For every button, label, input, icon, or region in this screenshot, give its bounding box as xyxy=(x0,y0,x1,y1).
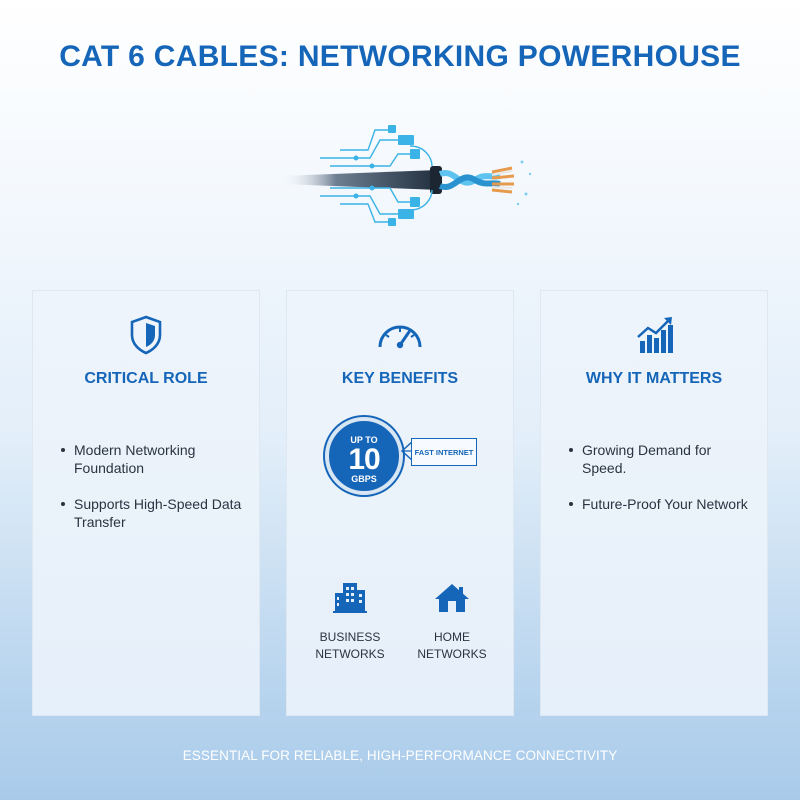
card-why-it-matters: WHY IT MATTERS Growing Demand for Speed.… xyxy=(540,290,768,716)
house-icon xyxy=(435,584,469,612)
shield-icon xyxy=(130,315,162,355)
fast-internet-callout: FAST INTERNET xyxy=(411,438,477,466)
cable-connector-icon xyxy=(280,125,532,226)
page-title: CAT 6 CABLES: NETWORKING POWERHOUSE xyxy=(59,40,741,73)
home-networks-label: HOME NETWORKS xyxy=(407,629,497,663)
card-title: WHY IT MATTERS xyxy=(585,370,723,387)
bullet-item: Growing Demand for Speed. xyxy=(569,441,757,477)
badge-value: 10 xyxy=(348,443,380,476)
business-networks: BUSINESS NETWORKS xyxy=(305,581,395,663)
building-icon xyxy=(333,583,367,613)
badge-unit: GBPS xyxy=(351,474,377,484)
business-networks-label: BUSINESS NETWORKS xyxy=(305,629,395,663)
bullet-item: Supports High-Speed Data Transfer xyxy=(61,495,249,531)
label-line: NETWORKS xyxy=(315,647,385,661)
badge-prefix: UP TO xyxy=(350,435,378,445)
bullet-list: Modern Networking Foundation Supports Hi… xyxy=(61,441,249,549)
bullet-item: Future-Proof Your Network xyxy=(569,495,757,513)
speed-badge: UP TO 10 GBPS xyxy=(325,417,403,495)
bullet-item: Modern Networking Foundation xyxy=(61,441,249,477)
footer-tagline: ESSENTIAL FOR RELIABLE, HIGH-PERFORMANCE… xyxy=(182,748,618,763)
label-line: BUSINESS xyxy=(319,630,381,644)
card-critical-role: CRITICAL ROLE Modern Networking Foundati… xyxy=(32,290,260,716)
label-line: HOME xyxy=(434,630,470,644)
home-networks: HOME NETWORKS xyxy=(407,581,497,663)
bullet-list: Growing Demand for Speed. Future-Proof Y… xyxy=(569,441,757,531)
card-title: CRITICAL ROLE xyxy=(84,370,208,387)
speedometer-icon xyxy=(378,325,422,349)
bar-chart-growth-icon xyxy=(637,317,673,353)
card-key-benefits: KEY BENEFITS UP TO 10 GBPS FAST INTERNET… xyxy=(286,290,514,716)
label-line: NETWORKS xyxy=(417,647,487,661)
card-title: KEY BENEFITS xyxy=(341,370,459,387)
